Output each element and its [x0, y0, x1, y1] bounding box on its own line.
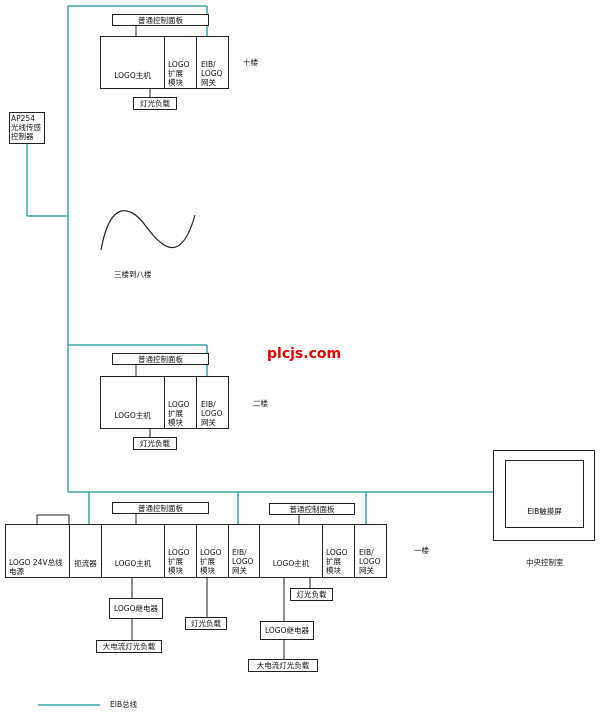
eib-gw-label: EIB/ LOGO 网关 — [201, 60, 223, 87]
floor-label-10f: 十楼 — [243, 58, 258, 67]
floor-label-1f: 一楼 — [414, 546, 429, 555]
panel-box-2f: 普通控制面板 — [112, 353, 209, 365]
panel-box-1f-a: 普通控制面板 — [112, 502, 209, 514]
choke-label: 扼流器 — [74, 559, 97, 568]
psu-24v: LOGO 24V总线 电源 — [5, 524, 70, 578]
control-room-label: 中央控制室 — [526, 558, 564, 567]
light-load-label: 灯光负载 — [296, 590, 327, 599]
panel-label: 普通控制面板 — [138, 16, 183, 25]
logo-ext-label: LOGO 扩展 模块 — [168, 400, 190, 427]
logo-ext-label: LOGO 扩展 模块 — [168, 548, 190, 575]
light-load-label: 灯光负载 — [191, 619, 221, 628]
floor-label-2f: 二楼 — [253, 399, 268, 408]
eib-gw-label: EIB/ LOGO 网关 — [359, 548, 381, 575]
relay-1f-a: LOGO继电器 — [109, 598, 163, 619]
eib-gateway-1f-b: EIB/ LOGO 网关 — [354, 524, 387, 578]
ap254-label: AP254 光线传感 控制器 — [11, 114, 41, 141]
big-load-label: 大电流灯光负载 — [256, 661, 310, 670]
ap254-sensor: AP254 光线传感 控制器 — [9, 112, 45, 144]
logo-ext-label: LOGO 扩展 模块 — [168, 60, 190, 87]
light-load-label: 灯光负载 — [140, 99, 170, 108]
logo-main-label: LOGO主机 — [114, 559, 152, 568]
relay-label: LOGO继电器 — [113, 604, 159, 613]
panel-label: 普通控制面板 — [289, 505, 335, 514]
eib-touch-screen: EIB触摸屏 — [505, 460, 584, 528]
logo-main-1f-b: LOGO主机 — [259, 524, 323, 578]
logo-main-10f: LOGO主机 — [100, 36, 165, 89]
eib-gateway-1f-a: EIB/ LOGO 网关 — [228, 524, 260, 578]
logo-ext-1f-c: LOGO 扩展 模块 — [322, 524, 355, 578]
logo-main-label: LOGO主机 — [114, 71, 151, 80]
logo-ext-1f-b: LOGO 扩展 模块 — [196, 524, 229, 578]
floors-3to8-label: 三楼到八楼 — [114, 270, 152, 279]
light-load-1f-a: 灯光负载 — [185, 617, 227, 630]
light-load-2f: 灯光负载 — [133, 437, 177, 450]
logo-ext-1f-a: LOGO 扩展 模块 — [164, 524, 197, 578]
logo-ext-label: LOGO 扩展 模块 — [326, 548, 348, 575]
panel-box-10f: 普通控制面板 — [112, 14, 209, 26]
big-load-label: 大电流灯光负载 — [102, 642, 156, 651]
logo-main-1f-a: LOGO主机 — [101, 524, 165, 578]
logo-main-label: LOGO主机 — [114, 411, 151, 420]
big-load-1f-a: 大电流灯光负载 — [96, 640, 162, 653]
logo-main-2f: LOGO主机 — [100, 376, 165, 429]
big-load-1f-b: 大电流灯光负载 — [248, 659, 318, 672]
light-load-label: 灯光负载 — [140, 439, 170, 448]
psu-label: LOGO 24V总线 电源 — [9, 558, 63, 576]
relay-label: LOGO继电器 — [264, 626, 310, 635]
eib-gateway-10f: EIB/ LOGO 网关 — [196, 36, 229, 89]
touch-label: EIB触摸屏 — [527, 507, 562, 516]
light-load-10f: 灯光负载 — [133, 97, 177, 110]
watermark: plcjs.com — [267, 346, 342, 362]
logo-main-label: LOGO主机 — [272, 559, 310, 568]
panel-label: 普通控制面板 — [138, 355, 183, 364]
sine-wave — [100, 210, 196, 251]
legend-label: EIB总线 — [110, 700, 138, 709]
eib-gw-label: EIB/ LOGO 网关 — [201, 400, 223, 427]
panel-box-1f-b: 普通控制面板 — [269, 503, 355, 515]
eib-gateway-2f: EIB/ LOGO 网关 — [196, 376, 229, 429]
choke: 扼流器 — [69, 524, 102, 578]
panel-label: 普通控制面板 — [138, 504, 183, 513]
logo-ext-label: LOGO 扩展 模块 — [200, 548, 222, 575]
logo-ext-10f: LOGO 扩展 模块 — [164, 36, 197, 89]
relay-1f-b: LOGO继电器 — [260, 621, 314, 640]
light-load-1f-b: 灯光负载 — [290, 588, 333, 601]
logo-ext-2f: LOGO 扩展 模块 — [164, 376, 197, 429]
eib-gw-label: EIB/ LOGO 网关 — [232, 548, 254, 575]
